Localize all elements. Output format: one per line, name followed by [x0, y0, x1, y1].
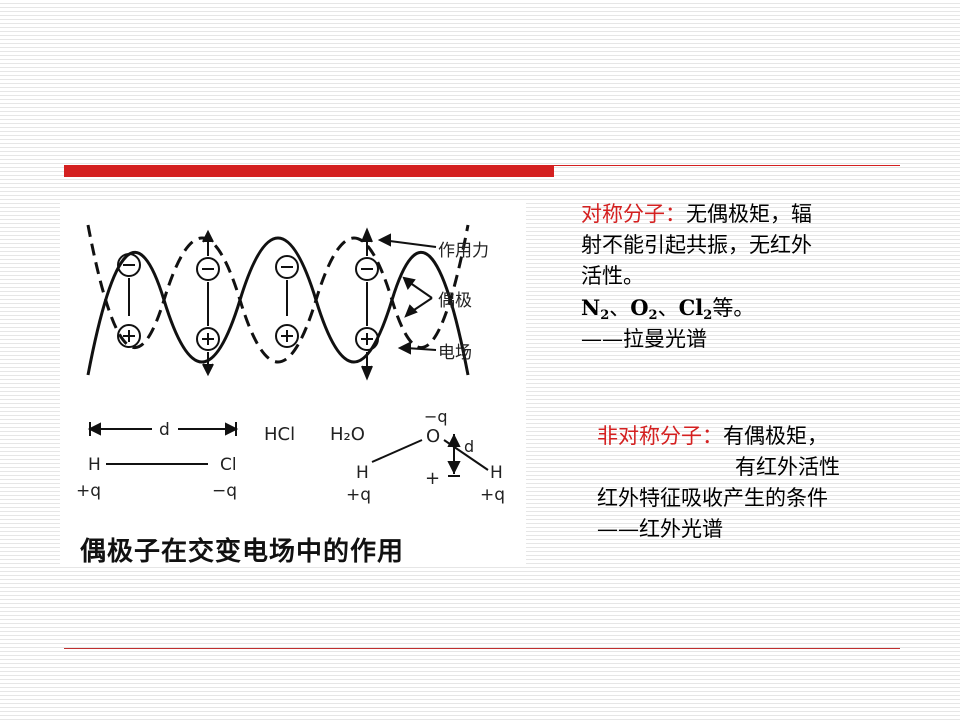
label-force: 作用力 — [438, 241, 489, 261]
label-plus-sign: + — [425, 468, 440, 489]
symmetric-molecule-text: 对称分子：无偶极矩，辐 射不能引起共振，无红外 活性。 N2、O2、Cl2等。 … — [581, 199, 812, 355]
asymmetric-molecule-text: 非对称分子：有偶极矩， 有红外活性 红外特征吸收产生的条件 ——红外光谱 — [597, 421, 840, 545]
asymmetric-line-2: 有红外活性 — [735, 455, 840, 479]
asymmetric-line-1: 非对称分子：有偶极矩， — [597, 421, 840, 452]
sep-2: 、 — [657, 296, 679, 320]
symmetric-title: 对称分子： — [581, 202, 686, 226]
asymmetric-line-1-rest: 有偶极矩， — [723, 424, 828, 448]
sep-1: 、 — [609, 296, 631, 320]
formula-cl: Cl — [678, 295, 704, 320]
label-hcl: HCl — [264, 424, 295, 445]
asymmetric-title: 非对称分子： — [597, 424, 723, 448]
label-h-water-right: H — [490, 463, 503, 483]
label-o: O — [426, 426, 440, 447]
dipole-4 — [355, 227, 379, 381]
ir-line: ——红外光谱 — [597, 517, 723, 541]
symmetric-line-1-rest: 无偶极矩，辐 — [686, 202, 812, 226]
label-h-water-left: H — [356, 463, 369, 483]
label-minus-q-water: −q — [424, 407, 448, 426]
label-h2o: H₂O — [330, 424, 365, 445]
symmetric-line-1: 对称分子：无偶极矩，辐 — [581, 199, 812, 230]
symmetric-line-2: 射不能引起共振，无红外 — [581, 233, 812, 257]
distance-marker — [87, 422, 239, 436]
label-h-hcl: H — [88, 455, 101, 475]
dipole-1 — [117, 253, 141, 348]
dipole-figure: 作用力 偶极 电场 d HCl H₂O H Cl +q −q −q O d H — [60, 200, 526, 567]
examples-tail: 等。 — [712, 296, 755, 320]
water-bonds — [371, 433, 489, 477]
label-cl: Cl — [220, 455, 237, 475]
symmetric-examples: N2、O2、Cl2等。 — [581, 292, 812, 324]
formula-o-sub: 2 — [648, 308, 658, 323]
asymmetric-line-3: 红外特征吸收产生的条件 — [597, 486, 828, 510]
top-accent-bar — [64, 165, 554, 177]
label-field: 电场 — [438, 343, 472, 363]
label-d-water: d — [464, 437, 474, 456]
formula-o: O — [630, 295, 649, 320]
callout-arrows — [377, 233, 437, 355]
formula-cl-sub: 2 — [703, 308, 713, 323]
bottom-rule — [64, 648, 900, 649]
dipole-diagram: 作用力 偶极 电场 d HCl H₂O H Cl +q −q −q O d H — [76, 224, 505, 505]
label-plus-q-hcl: +q — [76, 481, 101, 501]
raman-line: ——拉曼光谱 — [581, 327, 707, 351]
symmetric-line-3: 活性。 — [581, 264, 644, 288]
label-plus-q-water-left: +q — [346, 485, 371, 505]
formula-n-sub: 2 — [600, 308, 610, 323]
label-minus-q-hcl: −q — [212, 481, 237, 501]
dipole-3 — [275, 255, 299, 348]
label-dipole: 偶极 — [438, 291, 472, 311]
dipole-2 — [196, 229, 220, 377]
dashed-wave — [86, 224, 470, 364]
formula-n: N — [581, 295, 601, 320]
figure-caption: 偶极子在交变电场中的作用 — [80, 537, 405, 567]
label-d: d — [159, 420, 170, 440]
solid-wave — [86, 236, 470, 376]
label-plus-q-water-right: +q — [480, 485, 505, 505]
